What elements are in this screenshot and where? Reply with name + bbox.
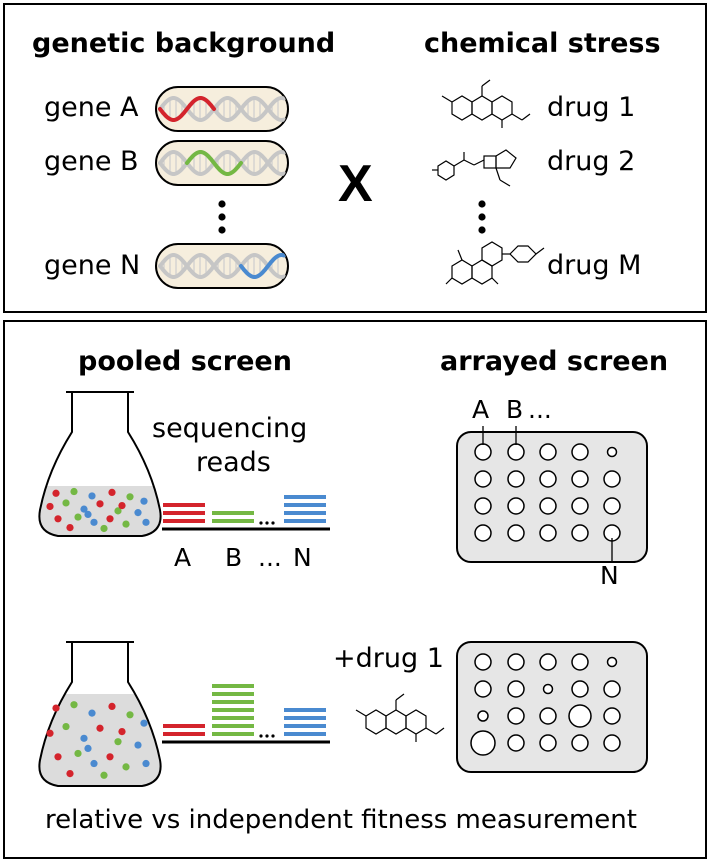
dna-capsule-1 — [155, 140, 289, 186]
gene-ellipsis-dots — [218, 200, 226, 234]
label-sequencing: sequencing — [152, 413, 308, 444]
title-pooled-screen: pooled screen — [78, 346, 292, 377]
title-chemical-stress: chemical stress — [424, 28, 661, 59]
axis-label-n: N — [293, 543, 312, 572]
read-bars-before — [163, 495, 326, 523]
plate-label-n: N — [600, 561, 619, 590]
drug-ellipsis-dots — [478, 200, 486, 234]
label-gene-a: gene A — [44, 92, 139, 123]
molecule-drug-m — [445, 241, 545, 285]
label-gene-n: gene N — [44, 250, 141, 281]
axis-label-a: A — [174, 543, 192, 572]
caption: relative vs independent fitness measurem… — [45, 805, 637, 835]
axis-label-b: B — [225, 543, 243, 572]
title-arrayed-screen: arrayed screen — [440, 346, 669, 377]
read-bars-after — [163, 684, 326, 736]
plate-label-ellipsis: ... — [528, 395, 552, 424]
plate-label-b: B — [506, 395, 524, 424]
molecule-drug-1 — [441, 79, 531, 128]
dna-capsule-2 — [155, 243, 289, 289]
dna-capsules — [155, 86, 289, 289]
flask-pooled-before — [38, 391, 162, 537]
flask-pooled-after — [38, 641, 162, 787]
plate-arrayed-before — [456, 426, 648, 563]
screening-panel — [3, 320, 707, 859]
label-drug-2: drug 2 — [547, 146, 636, 177]
label-gene-b: gene B — [44, 146, 139, 177]
plate-arrayed-after — [456, 641, 648, 773]
title-genetic-background: genetic background — [32, 28, 336, 59]
label-reads: reads — [196, 447, 271, 478]
label-plus-drug-1: +drug 1 — [333, 643, 444, 674]
label-drug-m: drug M — [547, 250, 642, 281]
dna-capsule-0 — [155, 86, 289, 132]
plate-label-a: A — [472, 395, 490, 424]
genetic-chemical-panel — [3, 3, 707, 313]
molecule-drug-2 — [432, 149, 517, 187]
molecule-drug-1-bottom — [355, 693, 445, 742]
axis-label-ellipsis: ... — [258, 543, 282, 572]
label-drug-1: drug 1 — [547, 92, 636, 123]
cross-symbol: X — [338, 155, 373, 213]
